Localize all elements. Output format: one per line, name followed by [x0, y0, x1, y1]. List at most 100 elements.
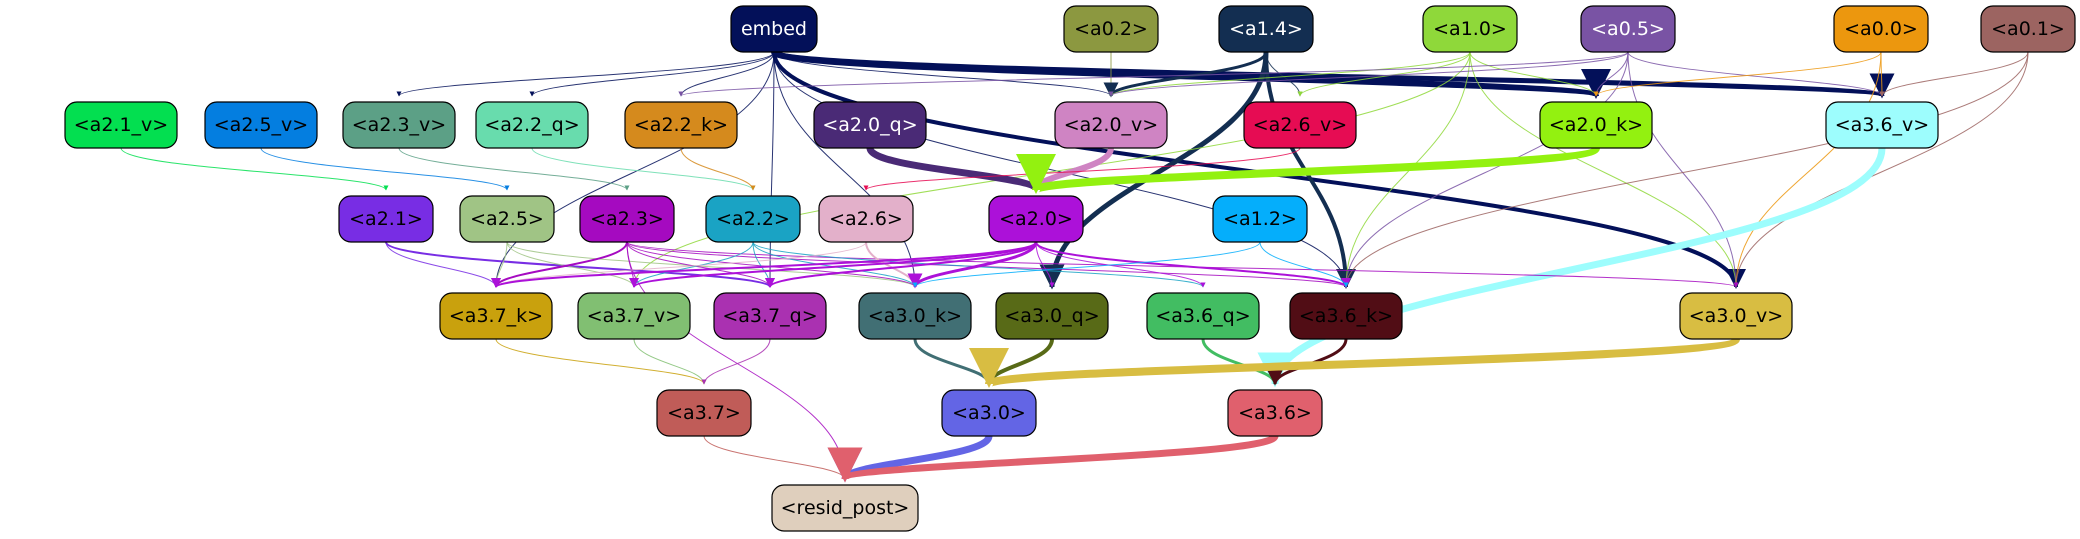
edge-a0_1-to-a3_0_v	[1733, 51, 2029, 288]
edge-a2_0-to-a3_7_q	[765, 241, 1037, 288]
node-a2_0_k-label: <a2.0_k>	[1549, 114, 1643, 136]
edge-a0_5-to-a2_0_v	[1108, 51, 1629, 97]
node-a2_1_v-box	[64, 101, 178, 149]
edge-embed-to-a2_0_k	[771, 49, 1610, 99]
node-a2_2_q[interactable]: <a2.2_q>	[475, 101, 589, 149]
node-a2_6[interactable]: <a2.6>	[818, 195, 914, 243]
node-a1_2[interactable]: <a1.2>	[1212, 195, 1308, 243]
edge-a0_1-to-a3_6_k	[1343, 51, 2029, 288]
node-a2_3[interactable]: <a2.3>	[579, 195, 675, 243]
node-a3_0_q[interactable]: <a3.0_q>	[995, 292, 1109, 340]
edge-a2_0-to-a3_7_v	[629, 241, 1037, 288]
node-a3_6-box	[1227, 389, 1323, 437]
edge-a3_7_q-to-a3_7	[701, 338, 771, 385]
node-embed-label: embed	[741, 18, 807, 40]
node-a3_6_v[interactable]: <a3.6_v>	[1825, 101, 1939, 149]
node-a2_0_k[interactable]: <a2.0_k>	[1539, 101, 1653, 149]
node-a2_2_k[interactable]: <a2.2_k>	[624, 101, 738, 149]
node-a2_1[interactable]: <a2.1>	[338, 195, 434, 243]
edge-embed-to-a3_0_k	[773, 51, 918, 288]
node-a2_6_v[interactable]: <a2.6_v>	[1243, 101, 1357, 149]
edge-a2_0-to-a3_6_q	[1035, 241, 1206, 288]
node-a3_6_q-label: <a3.6_q>	[1155, 305, 1250, 327]
node-a1_4[interactable]: <a1.4>	[1218, 5, 1314, 53]
node-a3_6_k[interactable]: <a3.6_k>	[1289, 292, 1403, 340]
edge-a3_7_k-to-a3_7	[495, 338, 707, 385]
node-a1_0[interactable]: <a1.0>	[1422, 5, 1518, 53]
node-a0_5-label: <a0.5>	[1591, 18, 1665, 40]
node-a0_1-box	[1980, 5, 2076, 53]
node-a3_7[interactable]: <a3.7>	[656, 389, 752, 437]
node-a1_0-box	[1422, 5, 1518, 53]
node-a2_0_q[interactable]: <a2.0_q>	[813, 101, 927, 149]
node-a2_5_v[interactable]: <a2.5_v>	[204, 101, 318, 149]
nodes-layer: embed <a0.2> <a1.4> <a1.0> <a0.5> <a0.0> <a0.1…	[64, 5, 2076, 532]
edge-embed-to-a2_2_q	[529, 51, 775, 97]
node-a2_3_v[interactable]: <a2.3_v>	[342, 101, 456, 149]
node-a2_5-label: <a2.5>	[470, 208, 544, 230]
edge-a2_1_v-to-a2_1	[120, 147, 389, 191]
node-a0_5[interactable]: <a0.5>	[1580, 5, 1676, 53]
edge-a1_0-to-a2_6_v	[1297, 51, 1471, 97]
edge-a2_6_v-to-a2_6	[863, 147, 1301, 191]
node-a2_0_v-box	[1054, 101, 1168, 149]
edge-a2_3_v-to-a2_3	[398, 147, 630, 191]
node-a3_7_v-box	[577, 292, 691, 340]
node-resid_post[interactable]: <resid_post>	[771, 484, 919, 532]
node-a0_0[interactable]: <a0.0>	[1833, 5, 1929, 53]
node-a3_7_v[interactable]: <a3.7_v>	[577, 292, 691, 340]
node-a2_3-label: <a2.3>	[590, 208, 664, 230]
node-a3_7_q[interactable]: <a3.7_q>	[713, 292, 827, 340]
node-a3_0_k-label: <a3.0_k>	[868, 305, 962, 327]
node-a3_0-box	[941, 389, 1037, 437]
node-a2_2_q-label: <a2.2_q>	[484, 114, 579, 136]
edge-a1_2-to-a3_6_k	[1259, 241, 1349, 288]
node-a3_0_k[interactable]: <a3.0_k>	[858, 292, 972, 340]
node-a1_0-label: <a1.0>	[1433, 18, 1507, 40]
node-a2_6-box	[818, 195, 914, 243]
edge-a1_4-to-a3_0_q	[1039, 51, 1269, 290]
edge-a2_5_v-to-a2_5	[260, 147, 510, 191]
node-a2_0_v-label: <a2.0_v>	[1064, 114, 1158, 136]
edge-a2_6-to-a3_7_k	[493, 241, 867, 288]
node-a3_7_k[interactable]: <a3.7_k>	[439, 292, 553, 340]
node-a2_0[interactable]: <a2.0>	[988, 195, 1084, 243]
edge-a2_1-to-a3_7_k	[385, 241, 499, 288]
edge-a3_7-to-resid_post	[703, 435, 848, 480]
node-a0_2[interactable]: <a0.2>	[1063, 5, 1159, 53]
node-a3_0_q-box	[995, 292, 1109, 340]
node-embed[interactable]: embed	[730, 5, 818, 53]
node-a2_2_q-box	[475, 101, 589, 149]
node-a3_0_q-label: <a3.0_q>	[1004, 305, 1099, 327]
edge-a3_6_q-to-a3_6	[1201, 338, 1283, 386]
node-a2_2[interactable]: <a2.2>	[705, 195, 801, 243]
node-a2_2_k-box	[624, 101, 738, 149]
node-a2_0_v[interactable]: <a2.0_v>	[1054, 101, 1168, 149]
node-a2_5[interactable]: <a2.5>	[459, 195, 555, 243]
node-a3_0[interactable]: <a3.0>	[941, 389, 1037, 437]
node-a3_6_q[interactable]: <a3.6_q>	[1146, 292, 1260, 340]
edge-embed-to-a3_7_q	[767, 51, 775, 288]
node-a2_0_k-box	[1539, 101, 1653, 149]
node-a2_6_v-label: <a2.6_v>	[1253, 114, 1347, 136]
edge-a2_2_q-to-a2_2	[531, 147, 756, 191]
edge-a0_0-to-a3_0_v	[1733, 51, 1882, 288]
edge-a1_0-to-a2_0_k	[1469, 51, 1599, 97]
node-a0_1[interactable]: <a0.1>	[1980, 5, 2076, 53]
node-a2_1_v-label: <a2.1_v>	[74, 114, 168, 136]
node-a2_1_v[interactable]: <a2.1_v>	[64, 101, 178, 149]
edge-a0_5-to-a2_2_k	[678, 51, 1629, 97]
node-a2_5-box	[459, 195, 555, 243]
node-a3_0_v[interactable]: <a3.0_v>	[1679, 292, 1793, 340]
edge-a2_5-to-a3_0_k	[506, 241, 918, 288]
edge-a0_5-to-a3_6_k	[1343, 51, 1629, 288]
node-a1_4-box	[1218, 5, 1314, 53]
node-a3_7_q-box	[713, 292, 827, 340]
node-a2_1-label: <a2.1>	[349, 208, 423, 230]
node-a3_7_q-label: <a3.7_q>	[722, 305, 817, 327]
node-a3_6_k-label: <a3.6_k>	[1299, 305, 1393, 327]
node-a3_7-box	[656, 389, 752, 437]
edge-a2_0-to-a3_6_k	[1035, 241, 1351, 288]
node-a3_6[interactable]: <a3.6>	[1227, 389, 1323, 437]
